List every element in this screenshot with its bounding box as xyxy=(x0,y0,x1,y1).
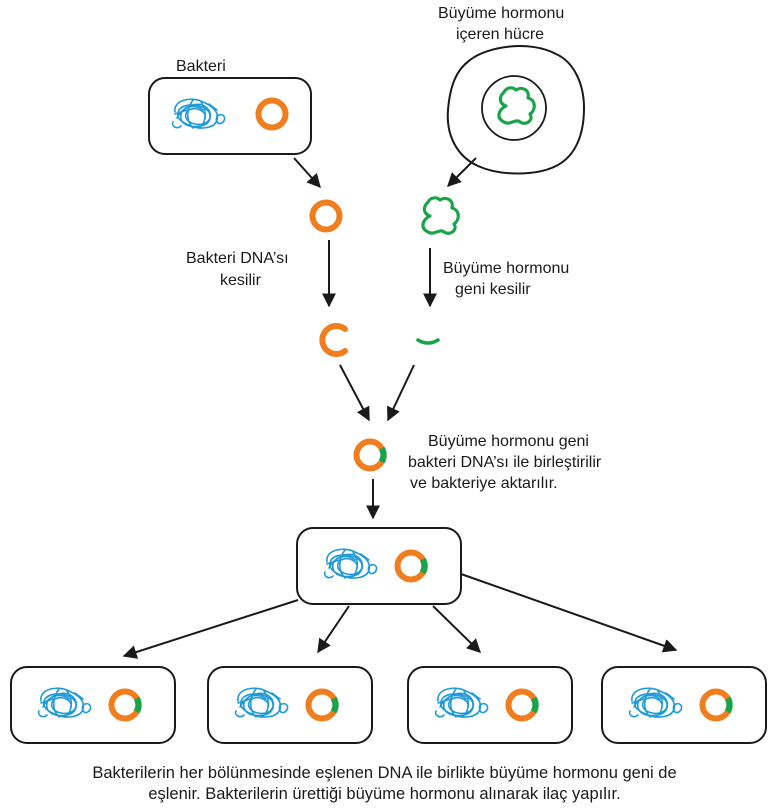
arrow-bacterium-to-plasmid xyxy=(293,157,321,189)
cut-gene-label-line2: geni kesilir xyxy=(455,281,531,298)
hormone-cell-nucleus xyxy=(481,75,547,141)
arrow-cut-plasmid-to-hybrid xyxy=(339,364,370,422)
arrow-cut-gene-to-hybrid xyxy=(387,364,415,422)
arrow-division-3 xyxy=(432,605,482,653)
arrow-division-1 xyxy=(122,599,299,659)
cut-gene-label-line1: Büyüme hormonu xyxy=(443,260,569,277)
hormone-gene-icon xyxy=(497,86,536,125)
hormone-cell-label-line1: Büyüme hormonu xyxy=(438,5,564,22)
daughter-bacterium-2 xyxy=(208,667,372,743)
combine-label-line3: ve bakteriye aktarılır. xyxy=(410,475,558,492)
caption-line2: eşlenir. Bakterilerin ürettiği büyüme ho… xyxy=(148,785,620,803)
arrow-division-2 xyxy=(317,605,350,654)
bacterial-plasmid xyxy=(255,97,289,131)
hormone-cell xyxy=(446,45,586,175)
cut-plasmid xyxy=(319,323,348,357)
cut-gene-fragment xyxy=(416,338,440,345)
isolated-plasmid xyxy=(309,199,343,233)
arrow-division-4 xyxy=(460,573,678,653)
cut-bacteria-label-line2: kesilir xyxy=(220,272,262,289)
arrow-cell-to-gene xyxy=(447,157,477,187)
caption-line1: Bakterilerin her bölünmesinde eşlenen DN… xyxy=(92,764,676,782)
bacterium-cell xyxy=(148,77,312,155)
isolated-hormone-gene xyxy=(421,196,460,235)
recombinant-bacterium xyxy=(297,528,461,604)
daughter-bacterium-3 xyxy=(408,667,572,743)
daughter-bacterium-4 xyxy=(602,667,766,743)
bacterium-label: Bakteri xyxy=(176,58,226,75)
recombinant-plasmid xyxy=(357,442,384,469)
daughter-bacterium-1 xyxy=(11,667,175,743)
cut-bacteria-label-line1: Bakteri DNA’sı xyxy=(186,250,289,267)
hormone-cell-label-line2: içeren hücre xyxy=(456,26,544,43)
combine-label-line2: bakteri DNA’sı ile birleştirilir xyxy=(408,454,602,471)
combine-label-line1: Büyüme hormonu geni xyxy=(428,433,589,450)
